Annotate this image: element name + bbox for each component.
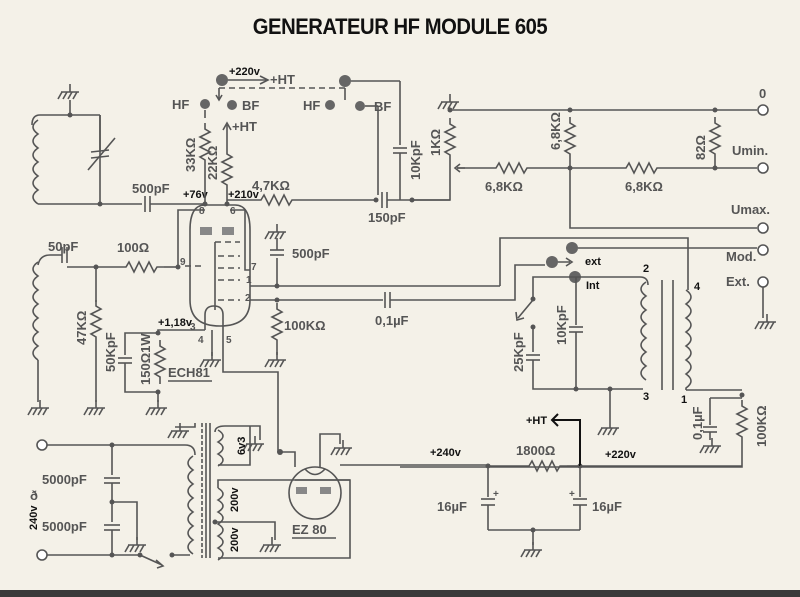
svg-text:100Ω: 100Ω [117,240,149,255]
svg-text:2: 2 [643,263,649,275]
svg-text:4,7KΩ: 4,7KΩ [252,178,290,193]
ground-icon [167,422,190,439]
svg-text:6,8KΩ: 6,8KΩ [548,112,563,150]
scan-edge [0,590,800,597]
svg-text:4: 4 [694,281,701,293]
terminal-umax[interactable] [757,222,769,234]
svg-text:100KΩ: 100KΩ [284,318,326,333]
svg-text:6v3: 6v3 [236,437,248,455]
svg-text:BF: BF [242,98,259,113]
ground-icon [264,351,287,368]
svg-text:50KpF: 50KpF [103,332,118,372]
ground-icon [83,399,106,416]
ground-icon [27,399,50,416]
svg-text:150pF: 150pF [368,210,406,225]
mains-switch[interactable] [139,554,165,569]
svg-text:6,8KΩ: 6,8KΩ [625,179,663,194]
svg-text:+: + [493,489,499,500]
svg-text:16µF: 16µF [437,499,467,514]
svg-text:+: + [569,489,575,500]
svg-text:50pF: 50pF [48,239,78,254]
svg-text:150Ω1W: 150Ω1W [138,333,153,385]
ground-icon [124,536,147,553]
ground-icon [520,541,543,558]
svg-text:200v: 200v [229,527,241,552]
mains-label: 240v [28,505,40,530]
ground-icon [264,223,287,240]
svg-text:10KpF: 10KpF [554,305,569,345]
svg-text:82Ω: 82Ω [693,135,708,160]
ground-icon [330,439,353,456]
svg-text:ext: ext [585,256,601,268]
voltage-220v-bottom: +220v [605,449,637,461]
svg-text:16µF: 16µF [592,499,622,514]
svg-text:9: 9 [180,257,186,268]
svg-text:Umin.: Umin. [732,143,768,158]
ht-label-mid: +HT [232,119,257,134]
svg-text:Umax.: Umax. [731,202,770,217]
terminal-ext[interactable] [757,276,769,288]
ht-arrow-label: +HT [526,415,547,427]
mains-terminal-bottom[interactable] [36,549,48,561]
voltage-220v-top: +220v [229,66,261,78]
svg-text:1KΩ: 1KΩ [428,129,443,156]
svg-text:6: 6 [230,206,236,217]
svg-text:4: 4 [198,335,204,346]
svg-text:47KΩ: 47KΩ [74,311,89,345]
ground-icon [259,536,282,553]
svg-text:7: 7 [251,262,257,273]
svg-text:Mod.: Mod. [726,249,756,264]
voltage-210v: +210v [228,189,260,201]
tube-ech81-label: ECH81 [168,365,210,380]
svg-text:22KΩ: 22KΩ [205,146,220,180]
ground-icon [437,93,460,110]
ht-label-top: +HT [270,72,295,87]
voltage-240v: +240v [430,447,462,459]
ground-icon [145,399,168,416]
voltage-118v: +1,18v [158,317,193,329]
svg-text:1: 1 [246,275,252,286]
svg-text:500pF: 500pF [292,246,330,261]
voltage-76v: +76v [183,189,209,201]
svg-text:8: 8 [199,206,205,217]
ground-icon [597,419,620,436]
mains-terminal-top[interactable] [36,439,48,451]
svg-text:10KpF: 10KpF [408,140,423,180]
svg-text:2: 2 [245,293,251,304]
tube-ech81: 8 6 9 7 1 2 3 4 5 ECH81 [168,204,257,382]
terminal-0[interactable] [757,104,769,116]
tube-ez80 [288,466,342,520]
c-500pf-top-label: 500pF [132,181,170,196]
svg-text:0,1µF: 0,1µF [690,406,705,440]
svg-text:5000pF: 5000pF [42,519,87,534]
svg-text:5: 5 [226,335,232,346]
svg-text:3: 3 [643,391,649,403]
diagram-title: GENERATEUR HF MODULE 605 [252,14,548,39]
svg-text:0,1µF: 0,1µF [375,313,409,328]
lc-tank [31,83,116,207]
svg-text:200v: 200v [229,487,241,512]
svg-text:Int: Int [586,280,600,292]
svg-text:HF: HF [172,97,189,112]
svg-text:33KΩ: 33KΩ [183,138,198,172]
tube-ez80-label: EZ 80 [292,522,327,537]
svg-text:6,8KΩ: 6,8KΩ [485,179,523,194]
svg-text:3: 3 [190,322,196,333]
terminal-mod[interactable] [757,244,769,256]
mains-plug-icon: ð [30,488,38,503]
svg-text:HF: HF [303,98,320,113]
ground-icon [57,83,80,100]
variable-capacitor-arrow [87,137,116,171]
terminal-umin[interactable] [757,162,769,174]
svg-text:Ext.: Ext. [726,274,750,289]
svg-text:1800Ω: 1800Ω [516,443,555,458]
svg-text:100KΩ: 100KΩ [754,405,769,447]
svg-text:5000pF: 5000pF [42,472,87,487]
svg-text:1: 1 [681,394,687,406]
svg-text:0: 0 [759,86,766,101]
svg-text:25KpF: 25KpF [511,332,526,372]
ground-icon [754,313,777,330]
